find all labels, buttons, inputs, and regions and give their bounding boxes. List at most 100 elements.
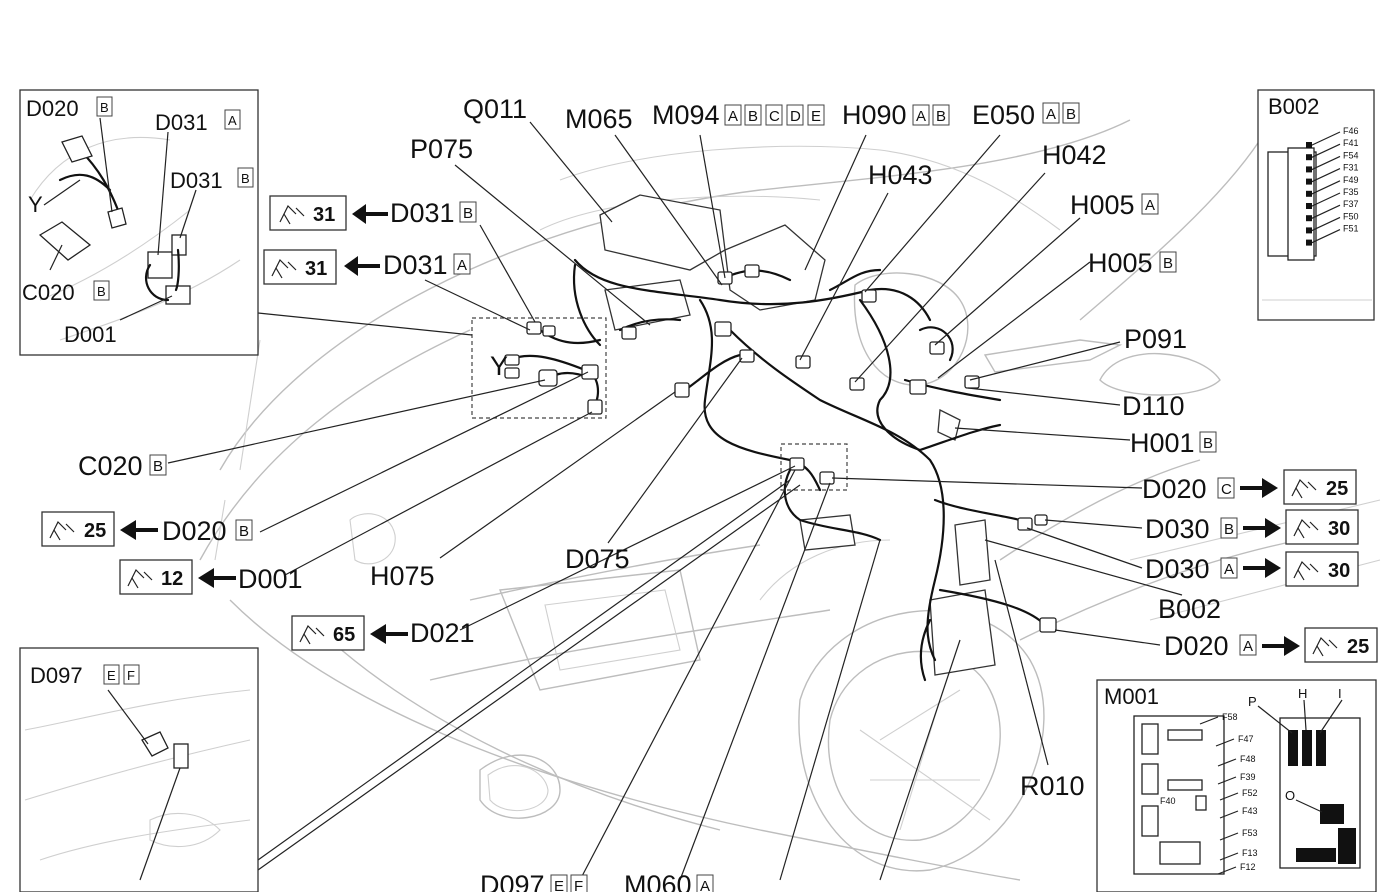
wrench-icon (279, 204, 305, 225)
svg-text:25: 25 (1347, 636, 1369, 658)
svg-text:F: F (574, 878, 583, 892)
page-ref-25-c: 25 (1240, 469, 1357, 505)
page-ref-31-b: 31 (269, 195, 388, 231)
page-ref-30-b: 30 (1243, 509, 1359, 545)
svg-text:31: 31 (305, 258, 327, 280)
inset-label-d020b: D020 (26, 96, 79, 121)
label-m060-cut: M060 (624, 870, 692, 892)
relay-o: O (1285, 788, 1295, 803)
page-ref-31-a: 31 (263, 249, 380, 285)
label-h001: H001 (1130, 428, 1195, 458)
svg-text:F47: F47 (1238, 734, 1254, 744)
svg-text:F52: F52 (1242, 788, 1258, 798)
svg-text:A: A (1224, 561, 1234, 578)
wrench-icon (49, 520, 75, 541)
m001-fuse-f40: F40 (1160, 796, 1176, 806)
svg-text:F12: F12 (1240, 862, 1256, 872)
svg-text:F48: F48 (1240, 754, 1256, 764)
harness-connectors (504, 264, 1057, 633)
svg-text:F35: F35 (1343, 187, 1359, 197)
zoom-frame-1 (471, 317, 607, 419)
wrench-icon (271, 258, 297, 279)
svg-text:A: A (916, 108, 926, 125)
svg-text:F54: F54 (1343, 150, 1359, 160)
m001-fuse-f48: F48 (1217, 754, 1256, 767)
wrench-icon (1293, 518, 1319, 539)
m001-fuse-f13: F13 (1219, 848, 1258, 861)
page-ref-25-left: 25 (41, 511, 158, 547)
b002-fuse-f41: F41 (1306, 138, 1359, 161)
m001-fuse-f47: F47 (1215, 734, 1254, 747)
wrench-icon (1293, 560, 1319, 581)
svg-text:F: F (127, 668, 135, 683)
inset-top-left: D020 B D031 A D031 B Y C020 B D001 (19, 89, 259, 356)
inset-d097: D097 E F (19, 647, 259, 892)
vehicle-outline (199, 119, 1381, 881)
label-r010: R010 (1020, 771, 1085, 801)
label-h042: H042 (1042, 140, 1107, 170)
svg-text:A: A (1243, 638, 1253, 655)
svg-text:A: A (457, 257, 467, 274)
label-p091: P091 (1124, 324, 1187, 354)
wrench-icon (127, 568, 153, 589)
b002-fuse-f35: F35 (1306, 187, 1359, 209)
svg-text:B: B (463, 205, 473, 222)
label-y-main: Y (490, 351, 508, 381)
svg-text:30: 30 (1328, 560, 1350, 582)
svg-text:F13: F13 (1242, 848, 1258, 858)
svg-text:25: 25 (84, 520, 106, 542)
svg-text:A: A (700, 878, 710, 892)
inset-label-d031b: D031 (170, 168, 223, 193)
page-ref-30-a: 30 (1243, 551, 1359, 587)
label-c020b: C020 (78, 451, 143, 481)
label-d030a: D030 (1145, 554, 1210, 584)
label-h005b: H005 (1088, 248, 1153, 278)
svg-text:F49: F49 (1343, 175, 1359, 185)
svg-text:B: B (748, 108, 758, 125)
label-d021: D021 (410, 618, 475, 648)
svg-text:B: B (1163, 255, 1173, 272)
m001-fuse-f52: F52 (1219, 788, 1258, 801)
label-d020a: D020 (1164, 631, 1229, 661)
svg-text:E: E (554, 878, 564, 892)
label-q011: Q011 (463, 94, 527, 124)
svg-text:F43: F43 (1242, 806, 1258, 816)
components (599, 194, 1123, 676)
svg-text:F31: F31 (1343, 163, 1359, 173)
b002-fuse-f51: F51 (1306, 224, 1359, 246)
leader-lines (167, 121, 1183, 881)
label-h043: H043 (868, 160, 933, 190)
svg-text:A: A (228, 113, 237, 128)
svg-text:B: B (1224, 521, 1234, 538)
label-d110: D110 (1122, 391, 1185, 421)
m001-fuse-f43: F43 (1219, 806, 1258, 819)
svg-text:65: 65 (333, 624, 355, 646)
label-d020c: D020 (1142, 474, 1207, 504)
page-references: 31 31 25 12 65 (41, 195, 1378, 663)
label-d097-cut: D097 (480, 870, 545, 892)
b002-fuse-f46: F46 (1306, 126, 1359, 148)
inset-title-b002: B002 (1268, 94, 1319, 119)
page-ref-65: 65 (291, 615, 408, 651)
svg-text:B: B (100, 100, 109, 115)
label-d030b: D030 (1145, 514, 1210, 544)
m001-fuse-f12: F12 (1217, 862, 1256, 875)
page-ref-12: 12 (119, 559, 236, 595)
svg-text:F53: F53 (1242, 828, 1258, 838)
svg-text:E: E (107, 668, 116, 683)
inset-label-y: Y (28, 192, 43, 217)
label-d075: D075 (565, 544, 630, 574)
label-m065: M065 (565, 104, 633, 134)
svg-text:D: D (790, 108, 801, 125)
svg-text:F50: F50 (1343, 211, 1359, 221)
svg-text:31: 31 (313, 204, 335, 226)
svg-text:A: A (728, 108, 738, 125)
m001-fuse-f58: F58 (1199, 712, 1238, 725)
svg-text:C: C (1221, 481, 1232, 498)
svg-text:B: B (239, 523, 249, 540)
svg-text:F58: F58 (1222, 712, 1238, 722)
